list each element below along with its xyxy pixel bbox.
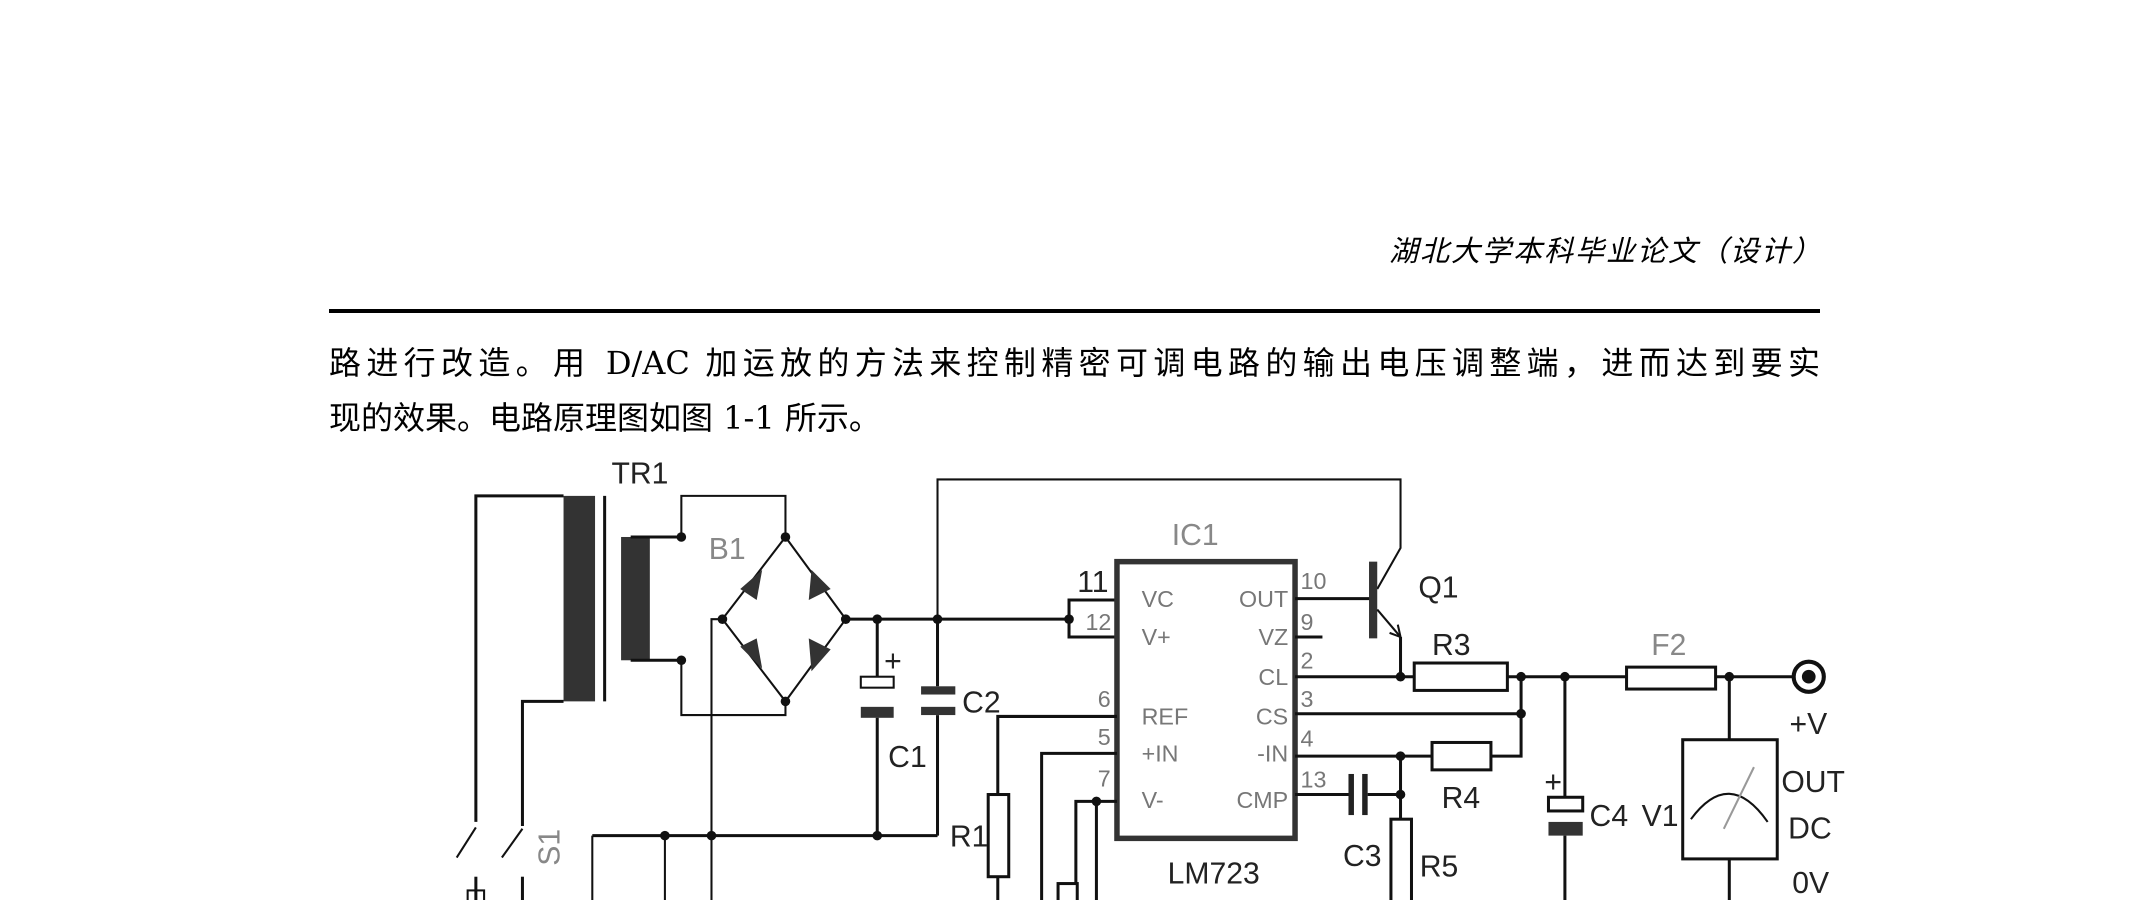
label-s1: S1: [533, 829, 566, 866]
pin-name-out: OUT: [1239, 586, 1288, 612]
label-r1: R1: [950, 821, 989, 854]
c4-plus: +: [1544, 766, 1562, 799]
label-c4: C4: [1590, 800, 1629, 833]
body-text-line-1: 路进行改造。用 D/AC 加运放的方法来控制精密可调电路的输出电压调整端，进而达…: [329, 344, 1820, 382]
label-dc: DC: [1788, 812, 1832, 845]
label-ic1: IC1: [1172, 519, 1219, 552]
label-0v: 0V: [1792, 867, 1829, 900]
pin-7: 7: [1098, 765, 1111, 791]
pin-name-cs: CS: [1256, 704, 1288, 730]
label-tr1: TR1: [611, 458, 668, 491]
pin-name-ref: REF: [1142, 704, 1189, 730]
pin-name-vc: VC: [1142, 586, 1174, 612]
label-lm723: LM723: [1168, 858, 1260, 891]
reference-network: R1: [950, 714, 1117, 900]
voltmeter-v1: V1: [1642, 676, 1779, 900]
pin-4: 4: [1301, 726, 1314, 752]
output-network: R3 F2 R4 C3 R5 + C4: [1295, 629, 1796, 900]
label-v1: V1: [1642, 800, 1679, 833]
label-out: OUT: [1781, 766, 1845, 799]
pin-name-plus-in: +IN: [1142, 741, 1179, 767]
label-c3: C3: [1343, 840, 1382, 873]
page-header-title: 湖北大学本科毕业论文（设计）: [1388, 234, 1823, 268]
capacitor-c2: C2: [921, 619, 1001, 836]
pin-name-cl: CL: [1258, 664, 1288, 690]
pin-2: 2: [1301, 647, 1314, 673]
pin-name-vz: VZ: [1258, 624, 1288, 650]
ic1-lm723: IC1 LM723 11 12 6 5 7 10 9 2 3 4 13 VC V…: [1077, 519, 1326, 890]
transistor-q1: Q1: [1295, 561, 1459, 677]
label-q1: Q1: [1418, 571, 1458, 604]
pin-name-vplus: V+: [1142, 624, 1171, 650]
body-text-line-2: 现的效果。电路原理图如图 1-1 所示。: [329, 399, 881, 437]
switch-s1: S1: [455, 826, 566, 900]
pin-name-cmp: CMP: [1236, 787, 1288, 813]
pin-name-minus-in: -IN: [1257, 741, 1288, 767]
pin-10: 10: [1301, 568, 1327, 594]
pin-3: 3: [1301, 686, 1314, 712]
pin-13: 13: [1301, 767, 1327, 793]
label-b1: B1: [709, 533, 746, 566]
transformer-tr1: TR1: [474, 458, 682, 827]
pin-9: 9: [1301, 609, 1314, 635]
pin-6: 6: [1098, 686, 1111, 712]
pin-11: 11: [1077, 566, 1108, 599]
label-c1: C1: [888, 741, 927, 774]
label-r3: R3: [1432, 629, 1471, 662]
wires: [591, 478, 1402, 900]
label-plus-v: +V: [1790, 708, 1828, 741]
label-c2: C2: [962, 686, 1001, 719]
c1-plus: +: [884, 645, 902, 678]
capacitor-c1: + C1: [859, 619, 927, 836]
bridge-rectifier-b1: B1: [676, 494, 851, 717]
label-f2: F2: [1651, 629, 1686, 662]
label-r5: R5: [1420, 851, 1459, 884]
pin-12: 12: [1085, 609, 1111, 635]
output-terminal: +V OUT DC 0V: [1781, 659, 1845, 900]
label-r4: R4: [1442, 782, 1481, 815]
pin-5: 5: [1098, 724, 1111, 750]
pin-name-vminus: V-: [1142, 787, 1164, 813]
header-rule: [329, 309, 1820, 313]
